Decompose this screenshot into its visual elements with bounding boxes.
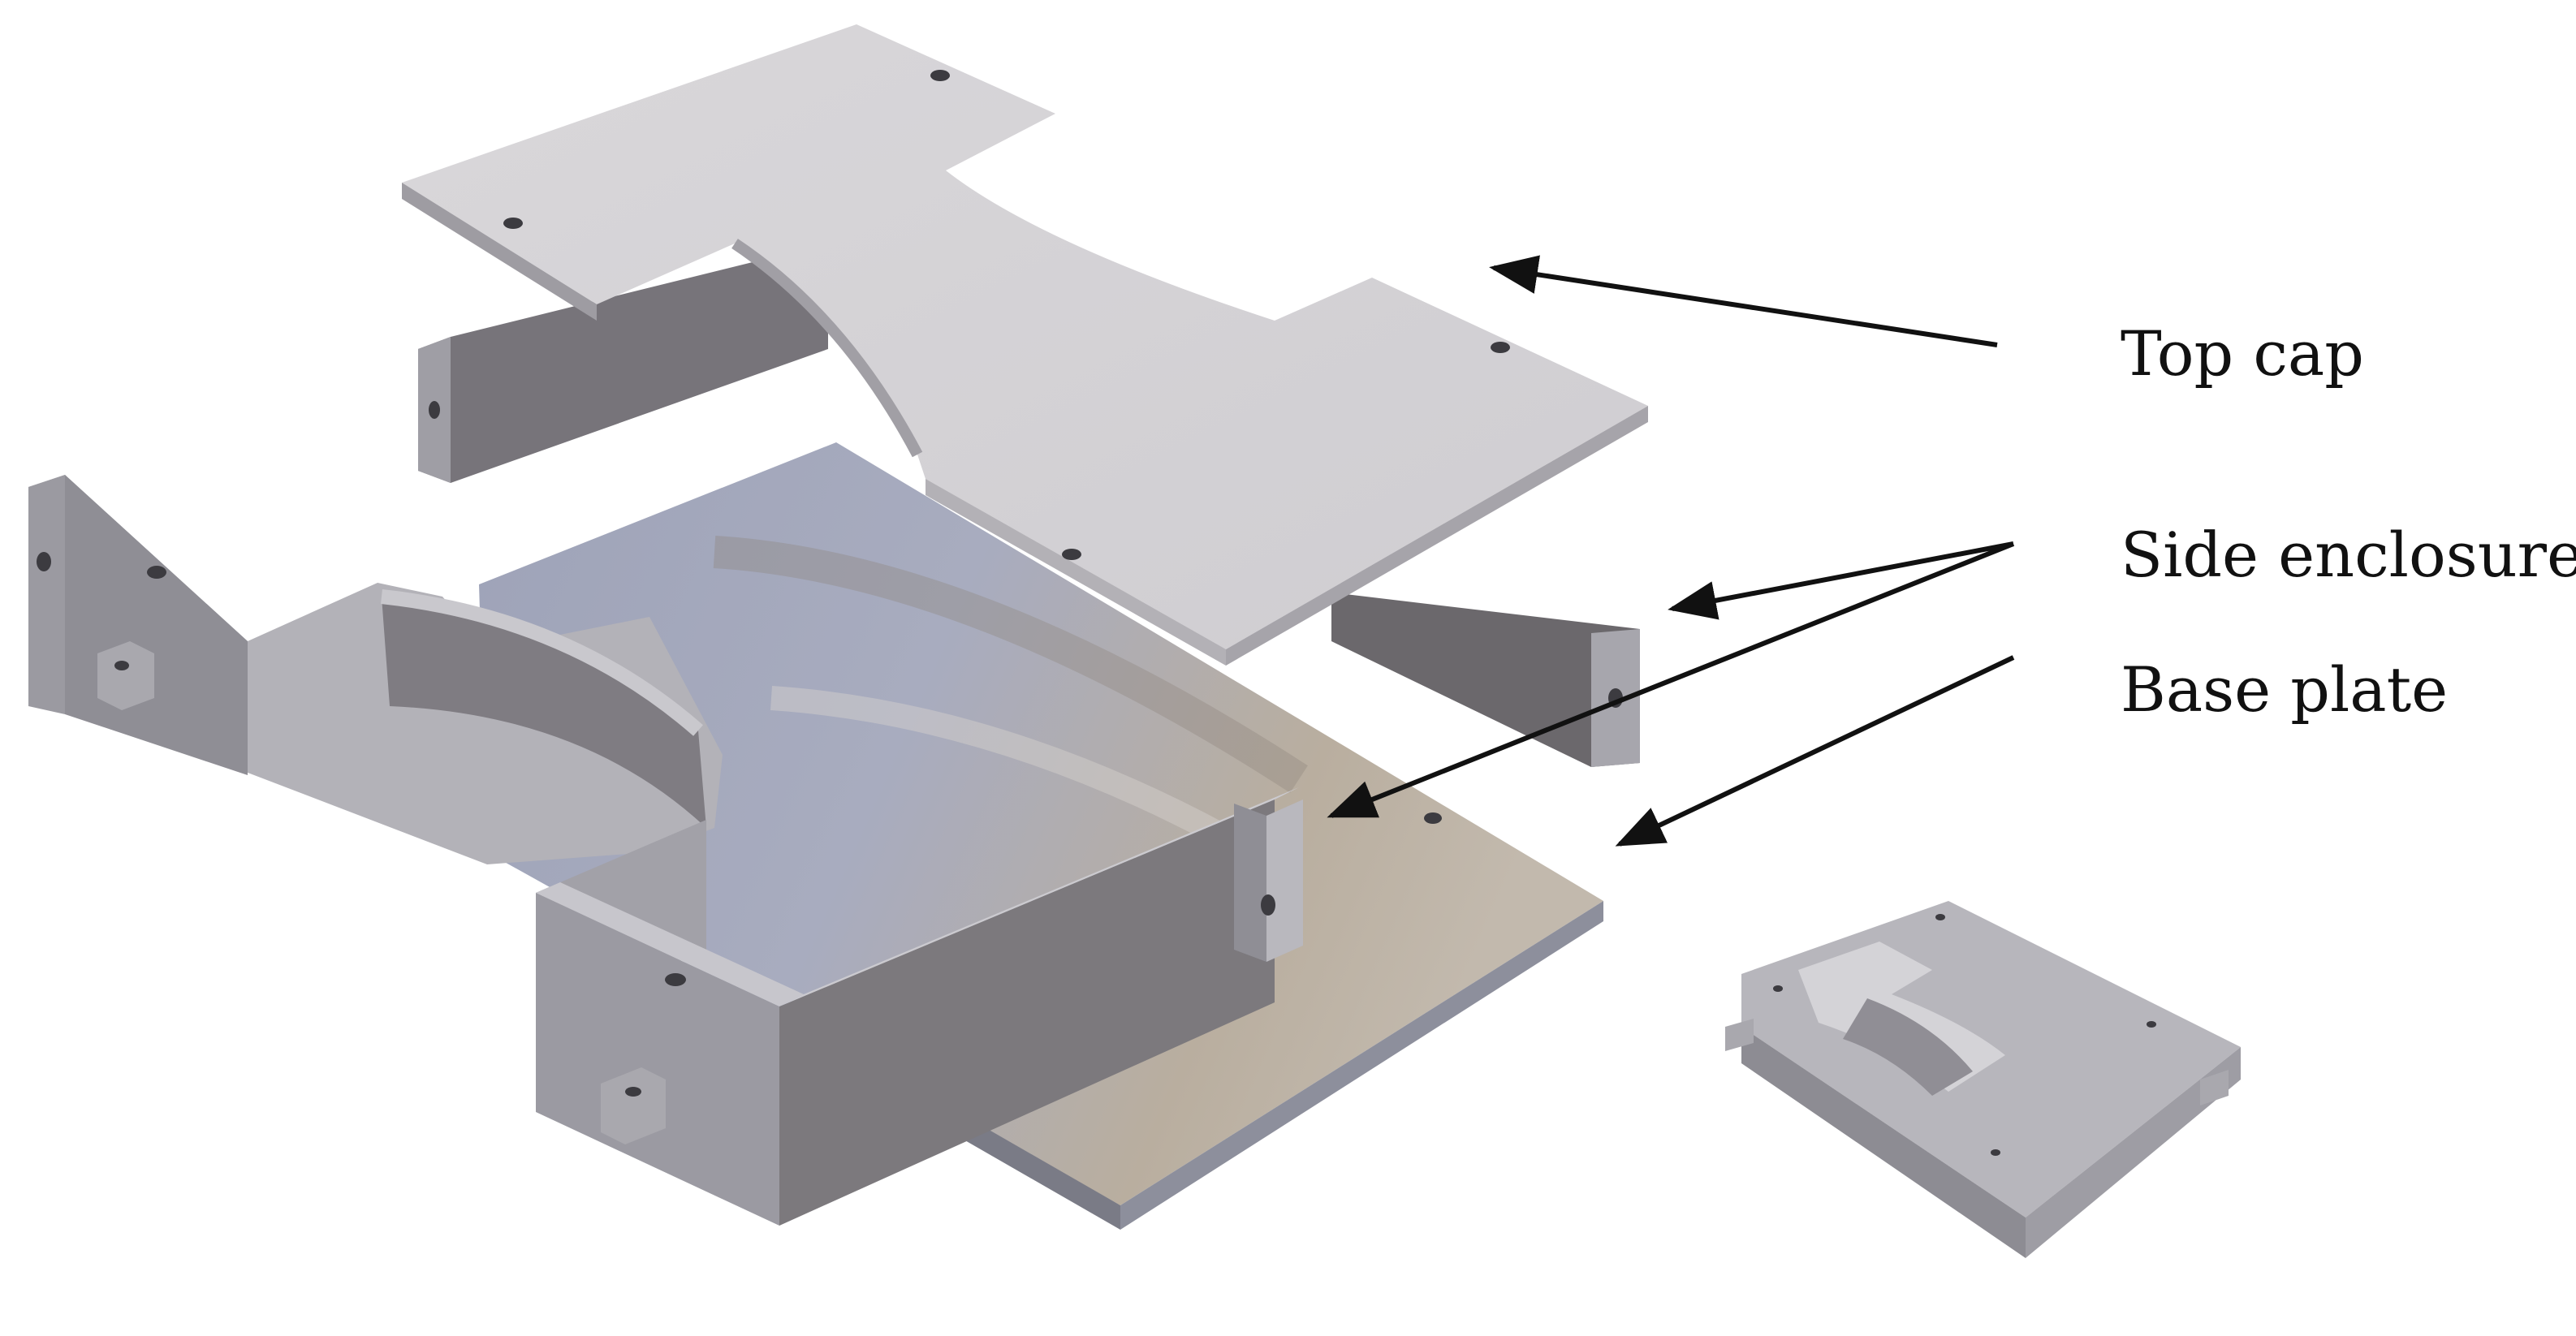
arrow-side-enclosure-left [1327,541,2015,818]
side-enclosure-label: Side enclosure [2121,519,2576,591]
arrow-base-plate [1615,655,2015,847]
base-plate-label: Base plate [2121,653,2449,726]
arrow-top-cap [1489,255,1998,347]
callout-arrows [1327,255,2015,847]
arrow-side-enclosure-right [1668,541,2014,620]
base-plate [479,442,1603,1230]
assembled-model-thumbnail [1725,901,2241,1258]
top-cap [402,24,1648,666]
left-side-enclosure [28,475,1303,1226]
top-cap-label: Top cap [2121,317,2364,390]
